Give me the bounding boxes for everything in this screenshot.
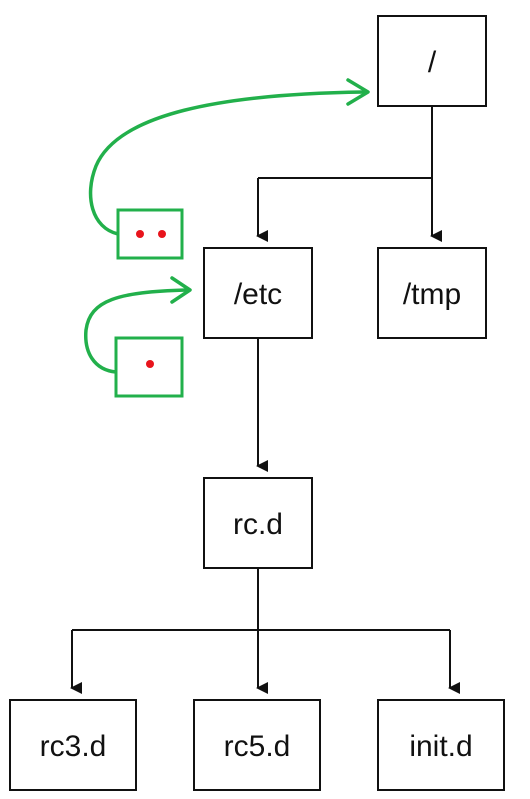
node-init: init.d [377,699,505,791]
parent-dir-arrow-head [346,78,370,106]
node-etc: /etc [203,247,313,339]
node-rc5-label: rc5.d [224,730,291,763]
node-rc3: rc3.d [9,699,137,791]
node-rcd-label: rc.d [233,508,283,541]
node-etc-label: /etc [234,278,282,311]
node-tmp-label: /tmp [403,278,461,311]
tree-connectors [70,106,460,694]
parent-dir-annotation [88,78,370,260]
current-dir-arrow-curve [84,288,188,374]
parent-dir-symbol-box [116,208,184,260]
parent-dir-dot-1 [136,230,144,238]
node-root-label: / [428,46,437,79]
node-init-label: init.d [409,730,472,763]
parent-dir-arrow-curve [88,90,366,236]
current-dir-annotation [84,276,192,398]
current-dir-dot [146,360,154,368]
node-root: / [377,15,487,107]
parent-dir-dot-2 [158,230,166,238]
node-tmp: /tmp [377,247,487,339]
node-rcd: rc.d [203,477,313,569]
node-rc3-label: rc3.d [40,730,107,763]
current-dir-arrow-head [170,276,192,304]
node-rc5: rc5.d [193,699,321,791]
